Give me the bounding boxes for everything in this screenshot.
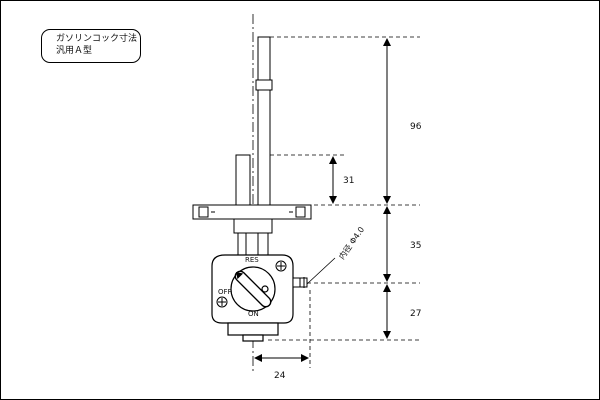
body-neck [233, 218, 273, 256]
mounting-flange [192, 204, 312, 220]
extension-lines [268, 36, 420, 368]
selector-knob [230, 266, 276, 312]
dimension-24: 24 [274, 371, 286, 381]
title-line-1: ガソリンコック寸法 [56, 34, 138, 44]
label-on: ON [248, 310, 259, 318]
dimension-arrows [254, 38, 391, 362]
label-off: OFF [218, 288, 232, 296]
inner-diameter-leader [306, 257, 336, 285]
screw-icon [275, 260, 287, 272]
short-pipe [235, 154, 251, 206]
label-res: RES [245, 256, 259, 264]
dimension-35: 35 [410, 241, 421, 251]
dimension-96: 96 [410, 122, 422, 132]
dimension-27: 27 [410, 309, 421, 319]
screw-icon [216, 296, 228, 308]
dimension-31: 31 [343, 176, 354, 186]
outlet-nipple [292, 277, 308, 288]
long-pipe [255, 36, 273, 206]
inner-diameter-label: 内径 Φ4.0 [336, 225, 366, 262]
title-box: ガソリンコック寸法 汎用Ａ型 [41, 29, 141, 63]
title-line-2: 汎用Ａ型 [56, 46, 93, 56]
